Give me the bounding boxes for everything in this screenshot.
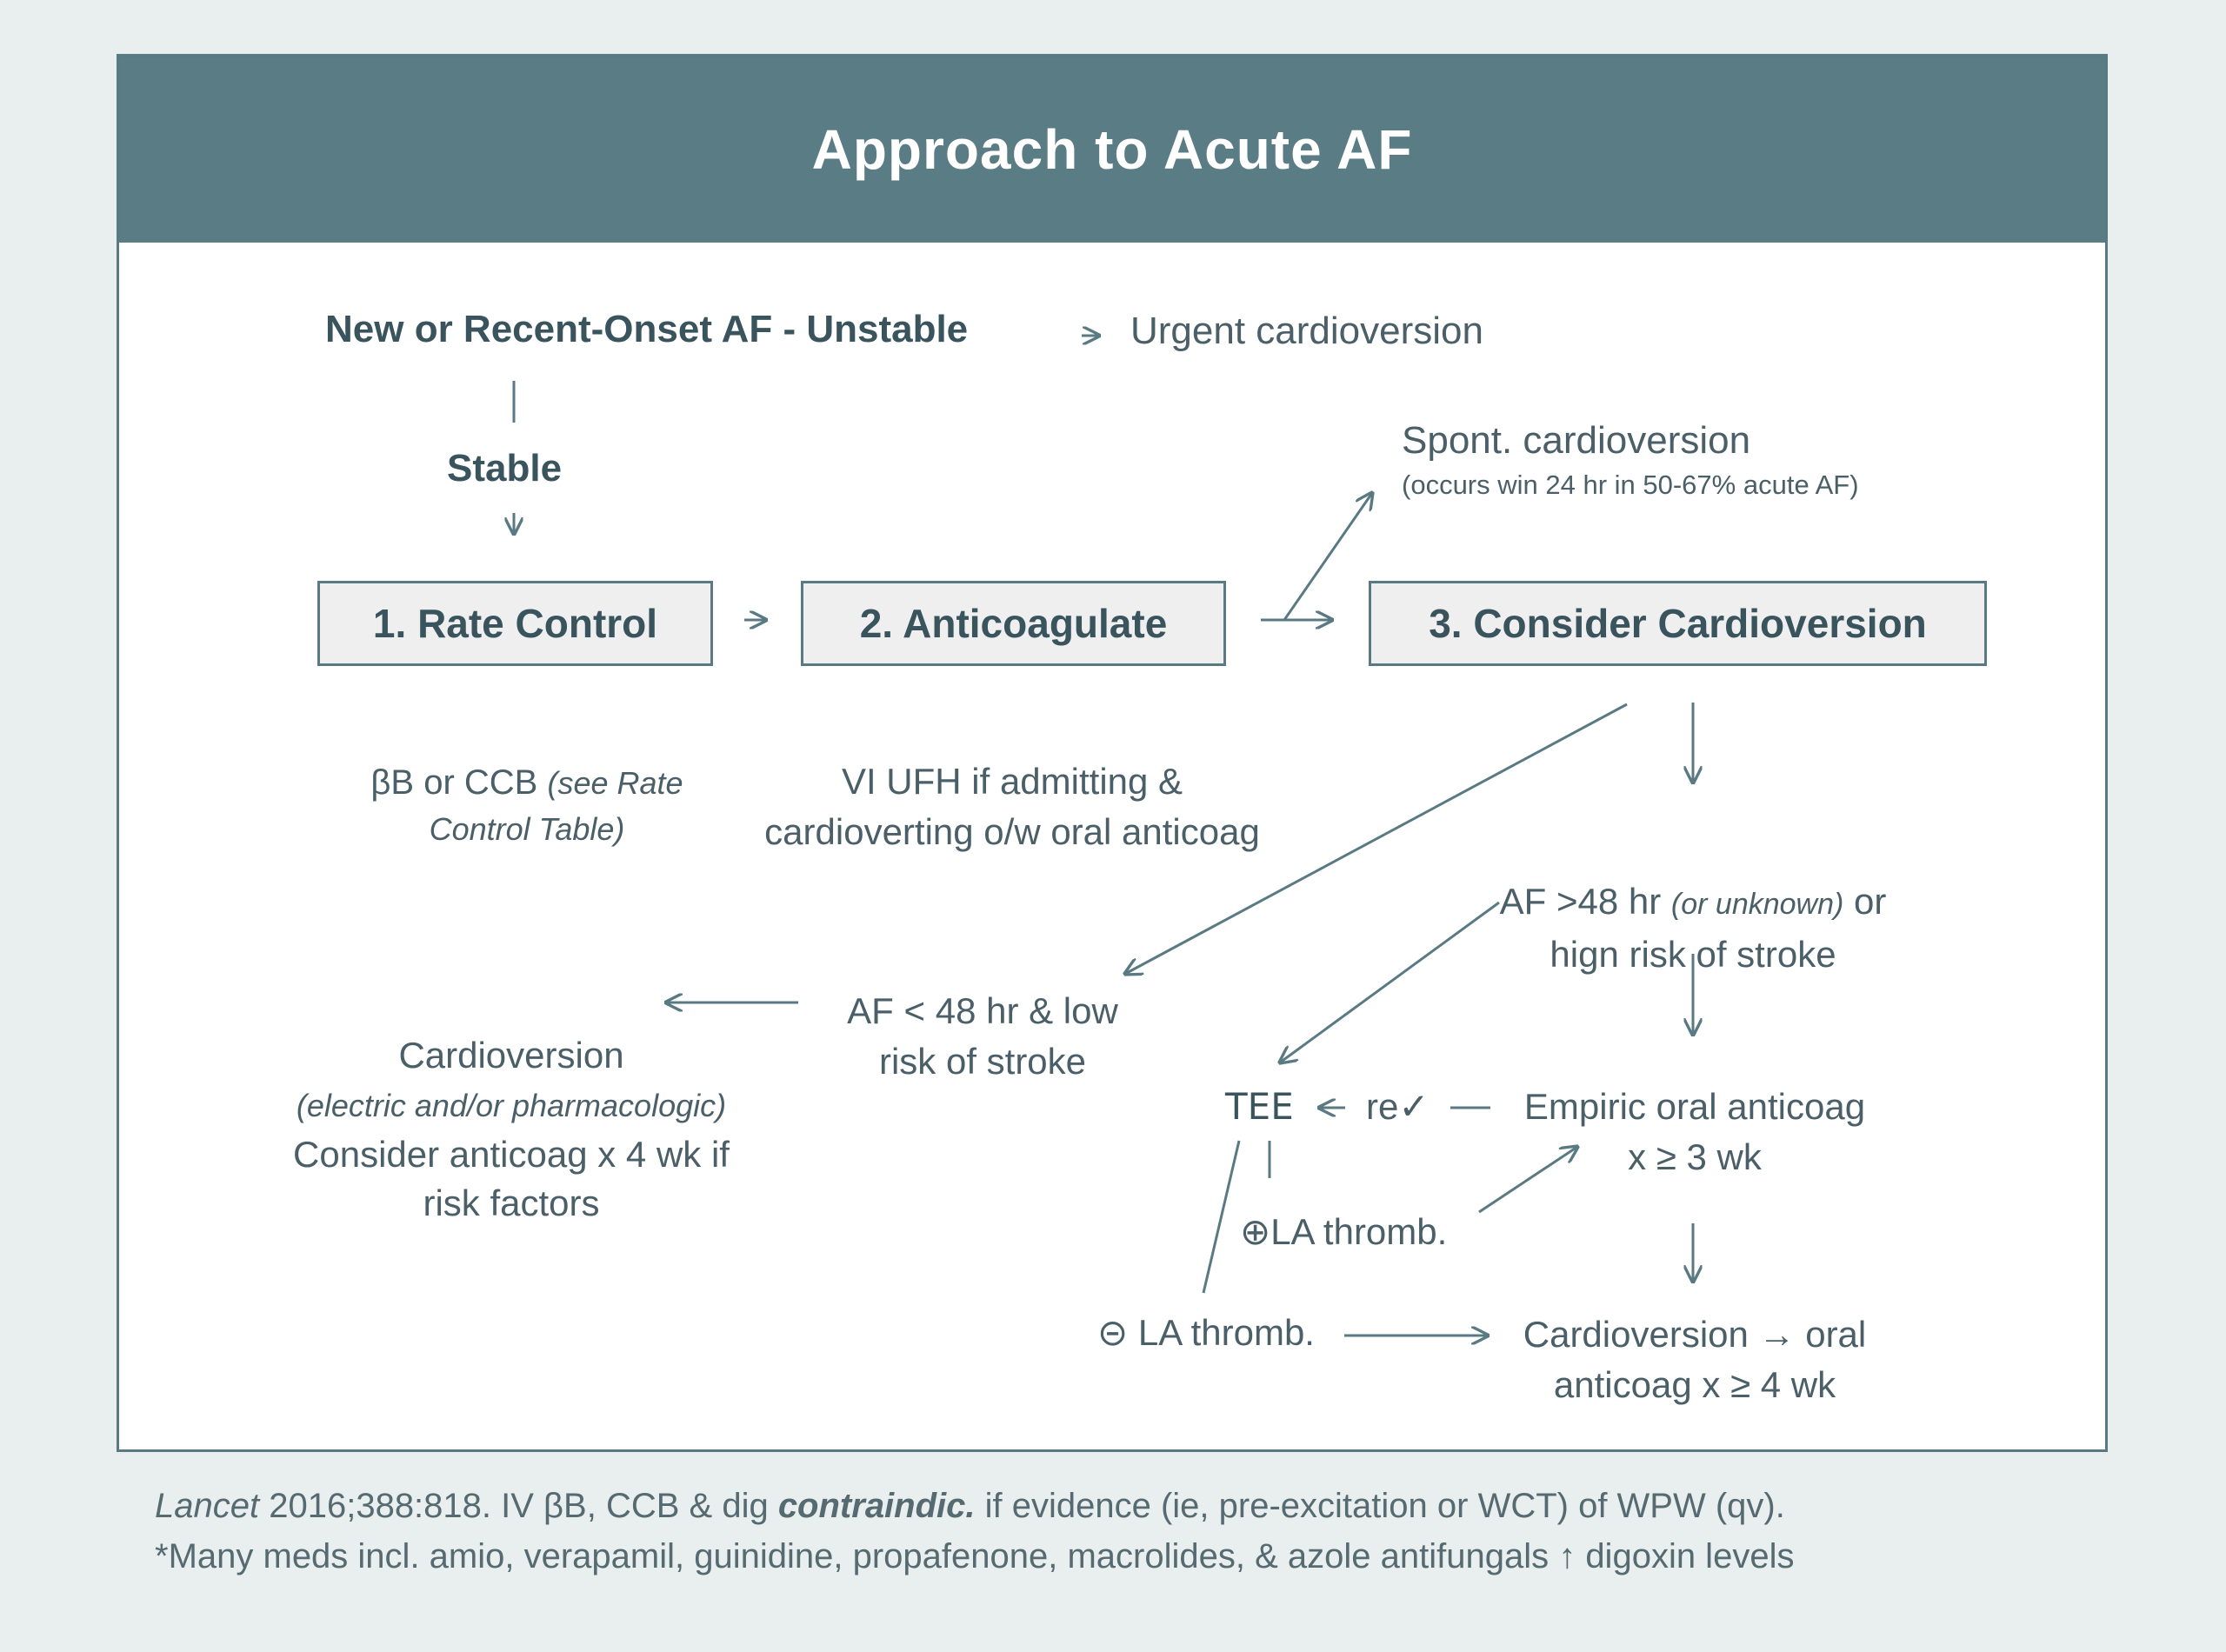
anticoagulate-box: 2. Anticoagulate — [801, 581, 1226, 666]
footnote-journal: Lancet — [155, 1487, 260, 1525]
title-banner: Approach to Acute AF — [119, 57, 2105, 243]
footnote-ref: 2016;388:818. IV βB, CCB & dig — [259, 1487, 778, 1525]
cardioversion-left-anticoag: Consider anticoag x 4 wk if — [293, 1134, 730, 1175]
footnote-contraindic: contraindic. — [777, 1487, 976, 1525]
arrow-to-af-lt48 — [1125, 703, 1628, 974]
page-title: Approach to Acute AF — [811, 118, 1413, 181]
af-gt48-or: or — [1854, 881, 1887, 922]
final-cardioversion-node: Cardioversion → oral anticoag x ≥ 4 wk — [1490, 1309, 1899, 1410]
arrow-to-spont — [1283, 493, 1372, 621]
la-thrombus-negative: ⊝ LA thromb. — [1097, 1312, 1315, 1353]
rate-note-table: Control Table) — [429, 811, 625, 847]
diagram-panel: Approach to Acute AF — [117, 54, 2108, 1452]
flowchart: New or Recent-Onset AF - Unstable Urgent… — [117, 54, 2108, 1452]
cardioversion-left-risk: risk factors — [423, 1182, 600, 1223]
rate-control-note: βB or CCB (see Rate Control Table) — [344, 760, 710, 852]
af-lt48-node: AF < 48 hr & low risk of stroke — [793, 986, 1172, 1087]
rate-control-box: 1. Rate Control — [317, 581, 713, 666]
anticoag-note-line1: VI UFH if admitting & — [841, 761, 1183, 802]
arrow-la-pos-empiric — [1478, 1147, 1577, 1214]
tee-label: TEE — [1225, 1085, 1294, 1128]
recheck-label: re✓ — [1366, 1086, 1430, 1127]
line-tee-la-neg — [1202, 1140, 1241, 1294]
af-lt48-line1: AF < 48 hr & low — [847, 990, 1118, 1031]
cardioversion-left-title: Cardioversion — [398, 1035, 624, 1076]
spont-cardioversion-note: (occurs win 24 hr in 50-67% acute AF) — [1402, 470, 1859, 500]
final-line2: anticoag x ≥ 4 wk — [1553, 1364, 1836, 1405]
final-line1: Cardioversion → oral — [1523, 1314, 1867, 1355]
af-gt48-time: AF >48 hr — [1499, 881, 1662, 922]
cardioversion-left-node: Cardioversion (electric and/or pharmacol… — [268, 1031, 755, 1228]
af-gt48-unknown: (or unknown) — [1670, 888, 1844, 921]
anticoag-note-line2: cardioverting o/w oral anticoag — [764, 811, 1260, 852]
af-lt48-line2: risk of stroke — [878, 1041, 1087, 1082]
empiric-anticoag-node: Empiric oral anticoag x ≥ 3 wk — [1499, 1082, 1890, 1182]
stable-label: Stable — [447, 447, 563, 490]
connector-layer — [117, 54, 2108, 1452]
af-gt48-node: AF >48 hr (or unknown) or hign risk of s… — [1436, 876, 1949, 980]
footnote-line2: *Many meds incl. amio, verapamil, guinid… — [155, 1537, 1795, 1575]
empiric-line1: Empiric oral anticoag — [1523, 1086, 1866, 1127]
la-thrombus-positive: ⊕LA thromb. — [1240, 1211, 1448, 1252]
footnote-line1: Lancet 2016;388:818. IV βB, CCB & dig co… — [155, 1487, 1785, 1526]
af-gt48-risk: hign risk of stroke — [1550, 934, 1836, 975]
anticoag-note: VI UFH if admitting & cardioverting o/w … — [751, 756, 1273, 857]
footnote-evidence: if evidence (ie, pre-excitation or WCT) … — [975, 1487, 1785, 1525]
rate-note-drugs: βB or CCB — [370, 763, 538, 802]
unstable-label: New or Recent-Onset AF - Unstable — [325, 308, 969, 350]
urgent-cardioversion-label: Urgent cardioversion — [1130, 310, 1483, 352]
consider-cardioversion-box: 3. Consider Cardioversion — [1369, 581, 1987, 666]
arrow-gt48-tee — [1280, 901, 1500, 1062]
cardioversion-left-method: (electric and/or pharmacologic) — [296, 1088, 727, 1123]
spont-cardioversion-label: Spont. cardioversion — [1402, 419, 1751, 462]
rate-note-ref: (see Rate — [547, 765, 683, 801]
empiric-line2: x ≥ 3 wk — [1628, 1136, 1762, 1177]
